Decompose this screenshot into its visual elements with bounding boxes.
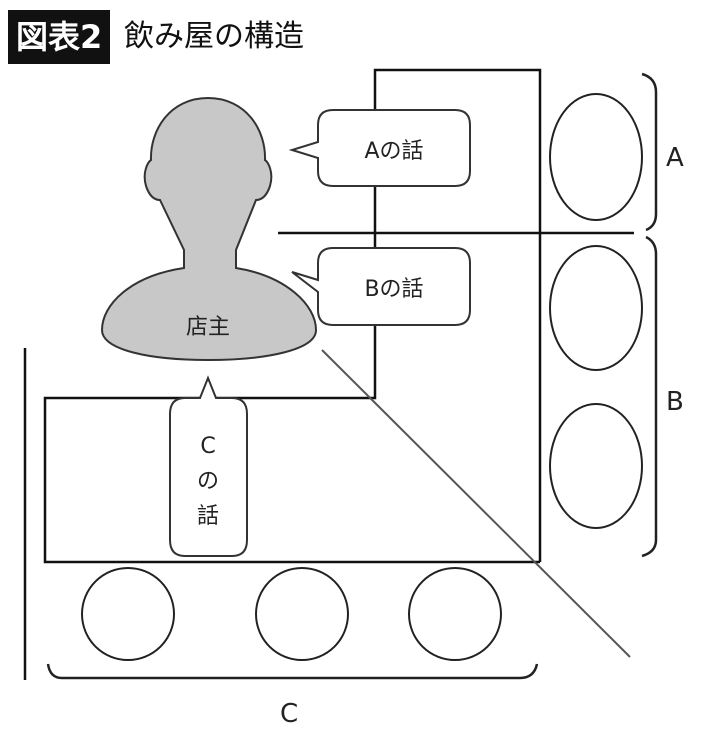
speech-text-c-1: C bbox=[200, 434, 215, 459]
seat-c-1 bbox=[81, 567, 175, 661]
speech-text-c-2: の bbox=[197, 469, 219, 494]
seat-b-1 bbox=[549, 245, 643, 371]
entrance-diagonal bbox=[321, 349, 631, 658]
speech-bubble-a bbox=[288, 109, 471, 187]
group-label-c: C bbox=[280, 699, 298, 729]
speech-bubble-c bbox=[169, 375, 248, 557]
owner-label: 店主 bbox=[186, 315, 230, 340]
brace-c bbox=[46, 663, 539, 680]
speech-bubble-b bbox=[291, 247, 471, 326]
speech-text-b: Bの話 bbox=[364, 277, 423, 302]
owner-silhouette bbox=[100, 96, 318, 362]
speech-text-c-3: 話 bbox=[197, 504, 219, 529]
figure-number-badge: 図表2 bbox=[8, 10, 111, 64]
brace-a bbox=[641, 72, 658, 232]
counter-c-outline bbox=[43, 236, 540, 564]
seat-a bbox=[549, 93, 643, 221]
group-label-b: B bbox=[666, 387, 684, 417]
brace-b bbox=[641, 235, 658, 558]
seat-c-3 bbox=[408, 567, 502, 661]
seat-c-2 bbox=[255, 567, 349, 661]
speech-text-a: Aの話 bbox=[364, 139, 423, 164]
group-label-a: A bbox=[666, 143, 684, 173]
figure-title: 飲み屋の構造 bbox=[124, 19, 304, 54]
seat-b-2 bbox=[549, 403, 643, 529]
